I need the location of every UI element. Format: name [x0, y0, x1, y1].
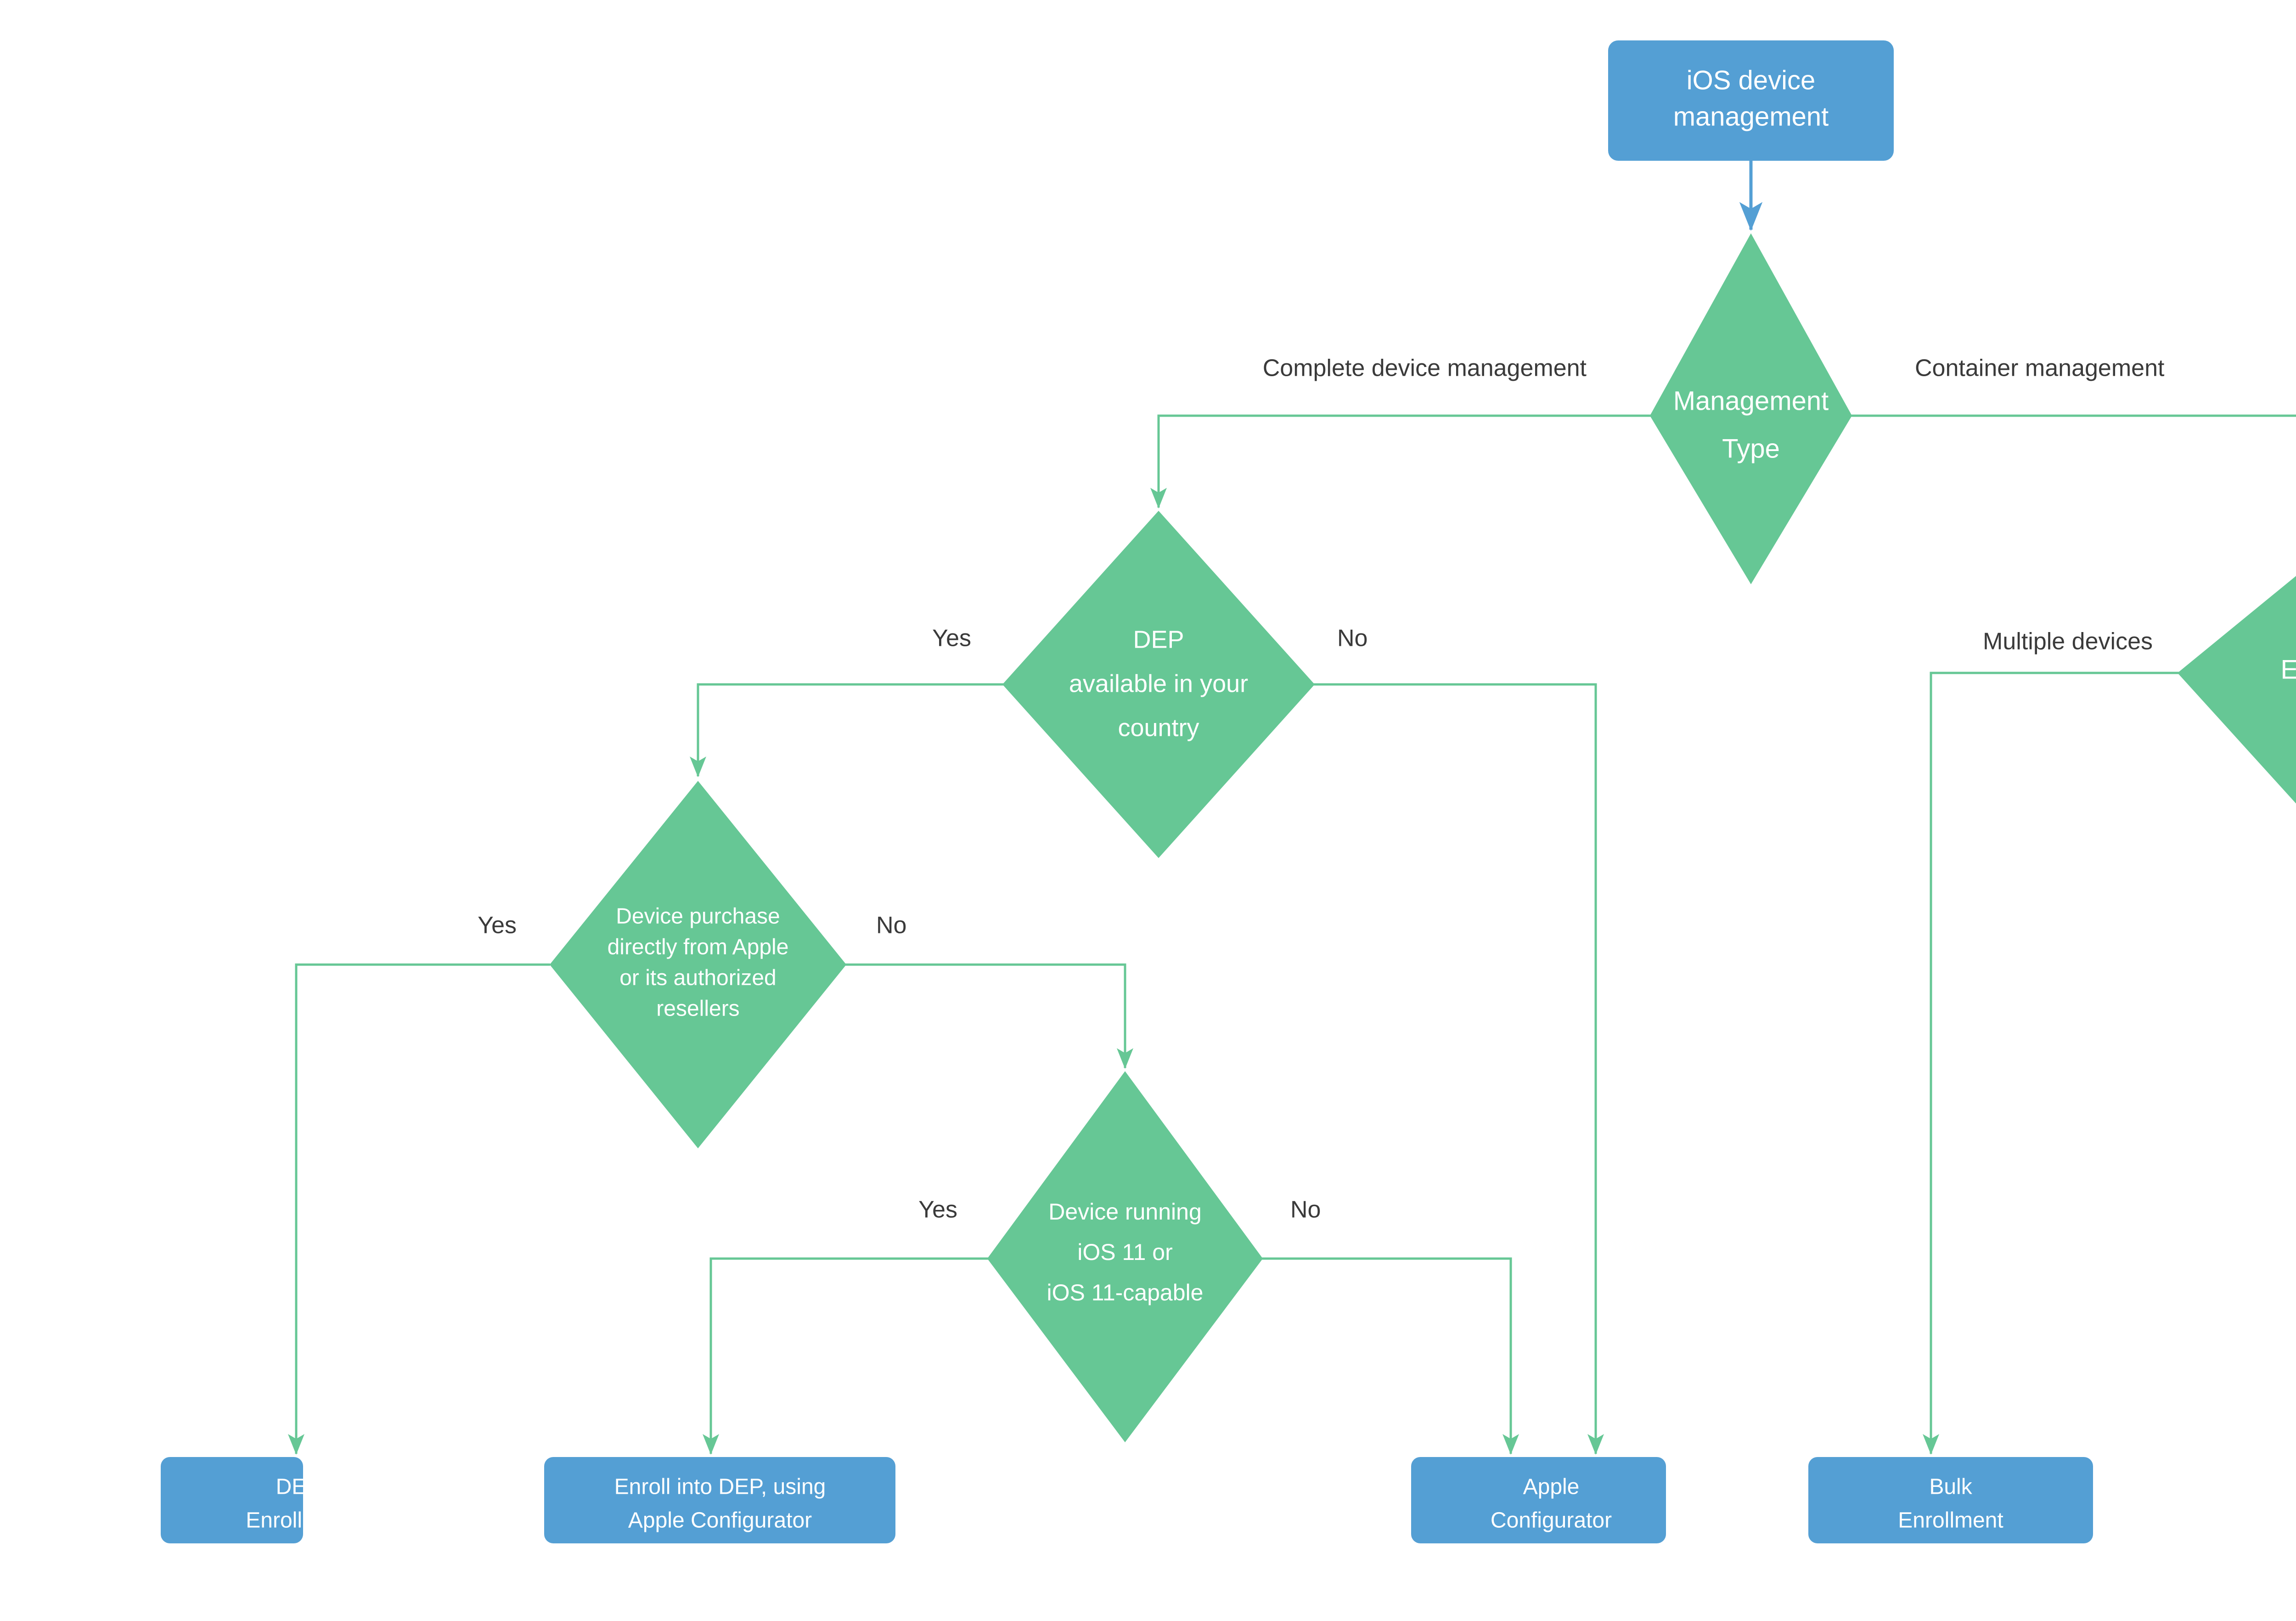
edge-purchase-yes — [288, 963, 550, 1455]
node-device-purchase-line-0: Device purchase — [616, 904, 780, 929]
node-dep-available[interactable]: DEP available in your country — [1002, 511, 1315, 858]
node-bulk-enrollment-line-1: Enrollment — [1898, 1508, 2003, 1533]
node-device-ios11-line-1: iOS 11 or — [1077, 1239, 1173, 1265]
node-dep-available-line-2: country — [1118, 714, 1199, 741]
edge-ios11-yes — [703, 1257, 990, 1455]
node-apple-configurator-line-1: Configurator — [1491, 1508, 1612, 1533]
node-enroll-into-dep-line-1: Apple Configurator — [628, 1508, 812, 1533]
node-dep-enrollment-line-0: DEP — [276, 1475, 321, 1499]
node-enrollment-type[interactable]: Enrollment Type — [2178, 537, 2296, 857]
node-device-ios11-line-2: iOS 11-capable — [1047, 1280, 1204, 1305]
node-ios-device-management-line-1: management — [1673, 102, 1829, 131]
node-management-type-line-0: Management — [1673, 386, 1829, 416]
edge-purchase-no — [845, 963, 1133, 1069]
node-device-purchase-shape[interactable] — [550, 781, 846, 1148]
edge-management-type-container — [1850, 414, 2296, 417]
edge-label-dep-no: No — [1337, 625, 1367, 652]
node-apple-configurator[interactable]: Apple Configurator — [1411, 1457, 1666, 1543]
node-device-ios11-shape[interactable] — [987, 1071, 1263, 1442]
node-bulk-enrollment-line-0: Bulk — [1929, 1475, 1972, 1499]
edge-label-complete-device-management: Complete device management — [1263, 355, 1587, 382]
node-ios-device-management-shape[interactable] — [1608, 40, 1894, 161]
node-enroll-into-dep-shape[interactable] — [544, 1457, 895, 1543]
edge-dep-yes — [690, 683, 1005, 777]
node-dep-available-line-0: DEP — [1133, 626, 1184, 653]
node-bulk-enrollment-shape[interactable] — [1808, 1457, 2093, 1543]
node-ios-device-management-line-0: iOS device — [1687, 65, 1815, 95]
node-ios-device-management[interactable]: iOS device management — [1608, 40, 1894, 161]
node-enroll-into-dep[interactable]: Enroll into DEP, using Apple Configurato… — [544, 1457, 895, 1543]
edge-label-ios11-no: No — [1290, 1197, 1321, 1223]
node-dep-enrollment-line-1: Enrollment — [246, 1508, 351, 1533]
edge-label-multiple-devices: Multiple devices — [1983, 628, 2153, 655]
node-dep-available-shape[interactable] — [1002, 511, 1315, 858]
node-dep-available-line-1: available in your — [1069, 670, 1248, 697]
node-apple-configurator-shape[interactable] — [1411, 1457, 1666, 1543]
edge-ios11-no — [1261, 1257, 1519, 1455]
node-device-purchase[interactable]: Device purchase directly from Apple or i… — [550, 781, 846, 1148]
node-management-type[interactable]: Management Type — [1650, 233, 1852, 584]
edge-dep-no — [1312, 683, 1604, 1455]
edge-label-purchase-yes: Yes — [478, 912, 517, 939]
node-dep-enrollment-shape[interactable] — [161, 1457, 303, 1543]
node-device-ios11-line-0: Device running — [1048, 1199, 1202, 1225]
node-dep-enrollment[interactable]: DEP Enrollment — [161, 1457, 351, 1543]
edge-label-container-management: Container management — [1915, 355, 2165, 382]
node-device-ios11[interactable]: Device running iOS 11 or iOS 11-capable — [987, 1071, 1263, 1442]
node-enrollment-type-shape[interactable] — [2178, 537, 2296, 857]
node-apple-configurator-line-0: Apple — [1523, 1475, 1580, 1499]
edge-label-ios11-yes: Yes — [918, 1197, 957, 1223]
edge-label-purchase-no: No — [876, 912, 906, 939]
node-management-type-shape[interactable] — [1650, 233, 1852, 584]
node-device-purchase-line-3: resellers — [656, 997, 739, 1021]
edge-management-type-complete — [1150, 414, 1652, 508]
edge-enrollment-multiple — [1923, 672, 2179, 1455]
edge-label-dep-yes: Yes — [932, 625, 971, 652]
node-enroll-into-dep-line-0: Enroll into DEP, using — [614, 1475, 826, 1499]
node-management-type-line-1: Type — [1722, 434, 1780, 463]
node-device-purchase-line-2: or its authorized — [619, 966, 777, 990]
node-device-purchase-line-1: directly from Apple — [608, 935, 789, 960]
node-enrollment-type-line-0: Enrollment — [2280, 655, 2296, 684]
node-bulk-enrollment[interactable]: Bulk Enrollment — [1808, 1457, 2093, 1543]
